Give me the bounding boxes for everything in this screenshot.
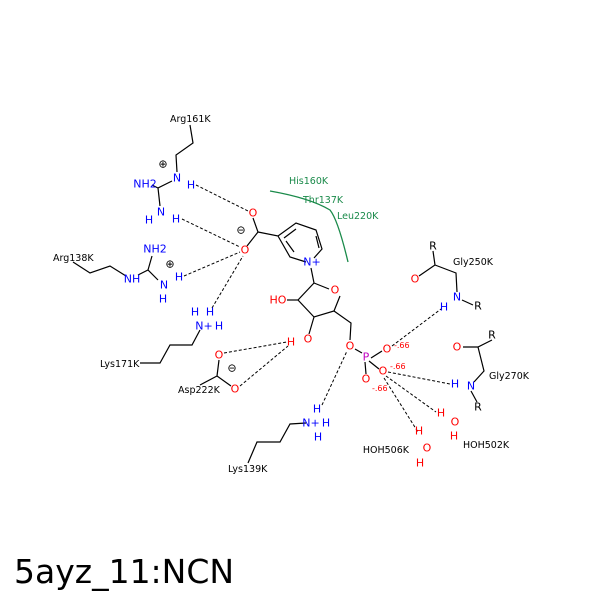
diagram-title: 5ayz_11:NCN bbox=[14, 552, 235, 591]
atom-h: H bbox=[215, 320, 223, 333]
atom-r: R bbox=[474, 300, 482, 313]
atom-o: O bbox=[362, 373, 371, 386]
atom-o: O bbox=[215, 349, 224, 362]
atom-h: H bbox=[187, 179, 195, 192]
atom-n-plus: N+ bbox=[195, 320, 212, 333]
atom-h: H bbox=[450, 430, 458, 443]
atom-h: H bbox=[314, 431, 322, 444]
atom-labels: N H ⊕ NH2 N H H NH NH2 ⊕ N H H O O ⊖ N+ … bbox=[124, 158, 496, 470]
atom-nh2: NH2 bbox=[133, 178, 157, 191]
atom-o: O bbox=[453, 341, 462, 354]
negative-charge-icon: ⊖ bbox=[227, 362, 236, 375]
atom-o: O bbox=[451, 416, 460, 429]
atom-n: N bbox=[160, 279, 168, 292]
negative-charge-icon: ⊖ bbox=[236, 224, 245, 237]
hydrophobic-leu220: Leu220K bbox=[337, 211, 379, 222]
partial-charge: -.66 bbox=[372, 384, 388, 393]
atom-h: H bbox=[145, 214, 153, 227]
atom-n: N bbox=[173, 172, 181, 185]
atom-ho: HO bbox=[270, 294, 287, 307]
residue-arg138: Arg138K bbox=[53, 253, 94, 264]
residue-hoh502: HOH502K bbox=[463, 440, 510, 451]
atom-n: N bbox=[157, 206, 165, 219]
atom-o: O bbox=[231, 383, 240, 396]
atom-h: H bbox=[416, 457, 424, 470]
atom-o: O bbox=[249, 207, 258, 220]
atom-h: H bbox=[322, 417, 330, 430]
atom-n: N bbox=[467, 380, 475, 393]
atom-r: R bbox=[429, 240, 437, 253]
atom-n-plus: N+ bbox=[302, 417, 319, 430]
residue-gly250: Gly250K bbox=[453, 257, 494, 268]
hydrogen-bonds bbox=[181, 184, 451, 433]
atom-r: R bbox=[488, 329, 496, 342]
residue-gly270: Gly270K bbox=[489, 371, 530, 382]
hydrophobic-his160: His160K bbox=[289, 176, 329, 187]
residue-arg161: Arg161K bbox=[170, 114, 211, 125]
atom-h: H bbox=[437, 407, 445, 420]
atom-o: O bbox=[411, 273, 420, 286]
atom-h: H bbox=[172, 213, 180, 226]
positive-charge-icon: ⊕ bbox=[165, 258, 174, 271]
positive-charge-icon: ⊕ bbox=[158, 158, 167, 171]
residue-lys171: Lys171K bbox=[100, 359, 140, 370]
atom-o: O bbox=[304, 333, 313, 346]
partial-charge: -.66 bbox=[394, 341, 410, 350]
atom-h: H bbox=[313, 403, 321, 416]
bonds bbox=[72, 124, 493, 464]
atom-nh2: NH2 bbox=[143, 243, 167, 256]
atom-nh: NH bbox=[124, 273, 141, 286]
atom-o: O bbox=[379, 365, 388, 378]
hydrophobic-contour bbox=[269, 190, 349, 263]
atom-p: P bbox=[363, 351, 370, 364]
atom-n: N bbox=[453, 291, 461, 304]
residue-asp222: Asp222K bbox=[178, 385, 221, 396]
atom-h: H bbox=[175, 271, 183, 284]
atom-o: O bbox=[241, 244, 250, 257]
atom-h: H bbox=[159, 293, 167, 306]
atom-h: H bbox=[191, 306, 199, 319]
atom-n-plus: N+ bbox=[303, 256, 320, 269]
atom-o: O bbox=[423, 442, 432, 455]
atom-o: O bbox=[383, 343, 392, 356]
partial-charge: -.66 bbox=[390, 362, 406, 371]
atom-h: H bbox=[415, 425, 423, 438]
atom-o: O bbox=[331, 284, 340, 297]
hydrophobic-thr137: Thr137K bbox=[302, 195, 344, 206]
atom-o: O bbox=[346, 340, 355, 353]
atom-h: H bbox=[440, 301, 448, 314]
residue-hoh506: HOH506K bbox=[363, 445, 410, 456]
atom-r: R bbox=[474, 401, 482, 414]
atom-h: H bbox=[451, 378, 459, 391]
atom-h: H bbox=[287, 336, 295, 349]
atom-h: H bbox=[206, 306, 214, 319]
residue-lys139: Lys139K bbox=[228, 464, 268, 475]
